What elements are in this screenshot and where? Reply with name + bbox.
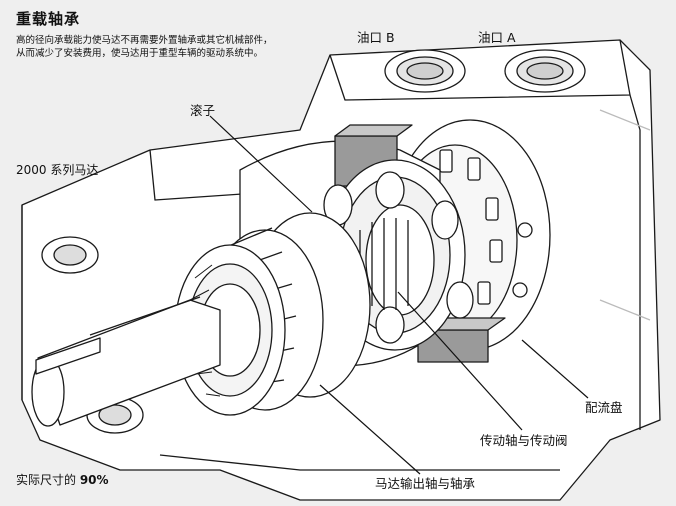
scale-note-prefix: 实际尺寸的: [16, 473, 80, 487]
page-title: 重载轴承: [16, 10, 81, 28]
leader-valve-plate: [521, 339, 589, 399]
scale-note-value: 90%: [79, 473, 109, 487]
description-line: 高的径向承载能力使马达不再需要外置轴承或其它机械部件，: [16, 35, 273, 46]
label-drive-shaft: 传动轴与传动阀: [480, 433, 568, 448]
series-label: 2000 系列马达: [16, 163, 99, 177]
leader-drive-shaft: [397, 291, 523, 431]
label-port-b: 油口 B: [357, 30, 395, 45]
label-port-a: 油口 A: [478, 30, 516, 45]
description-text: 高的径向承载能力使马达不再需要外置轴承或其它机械部件， 从而减少了安装费用，使马…: [16, 34, 273, 60]
label-valve-plate: 配流盘: [585, 400, 623, 415]
scale-note: 实际尺寸的 90%: [16, 471, 109, 488]
description-line: 从而减少了安装费用，使马达用于重型车辆的驱动系统中。: [16, 48, 264, 59]
leader-roller: [209, 115, 313, 213]
label-roller: 滚子: [190, 103, 216, 118]
label-output-shaft: 马达输出轴与轴承: [375, 476, 476, 491]
leader-output-shaft: [319, 384, 421, 475]
